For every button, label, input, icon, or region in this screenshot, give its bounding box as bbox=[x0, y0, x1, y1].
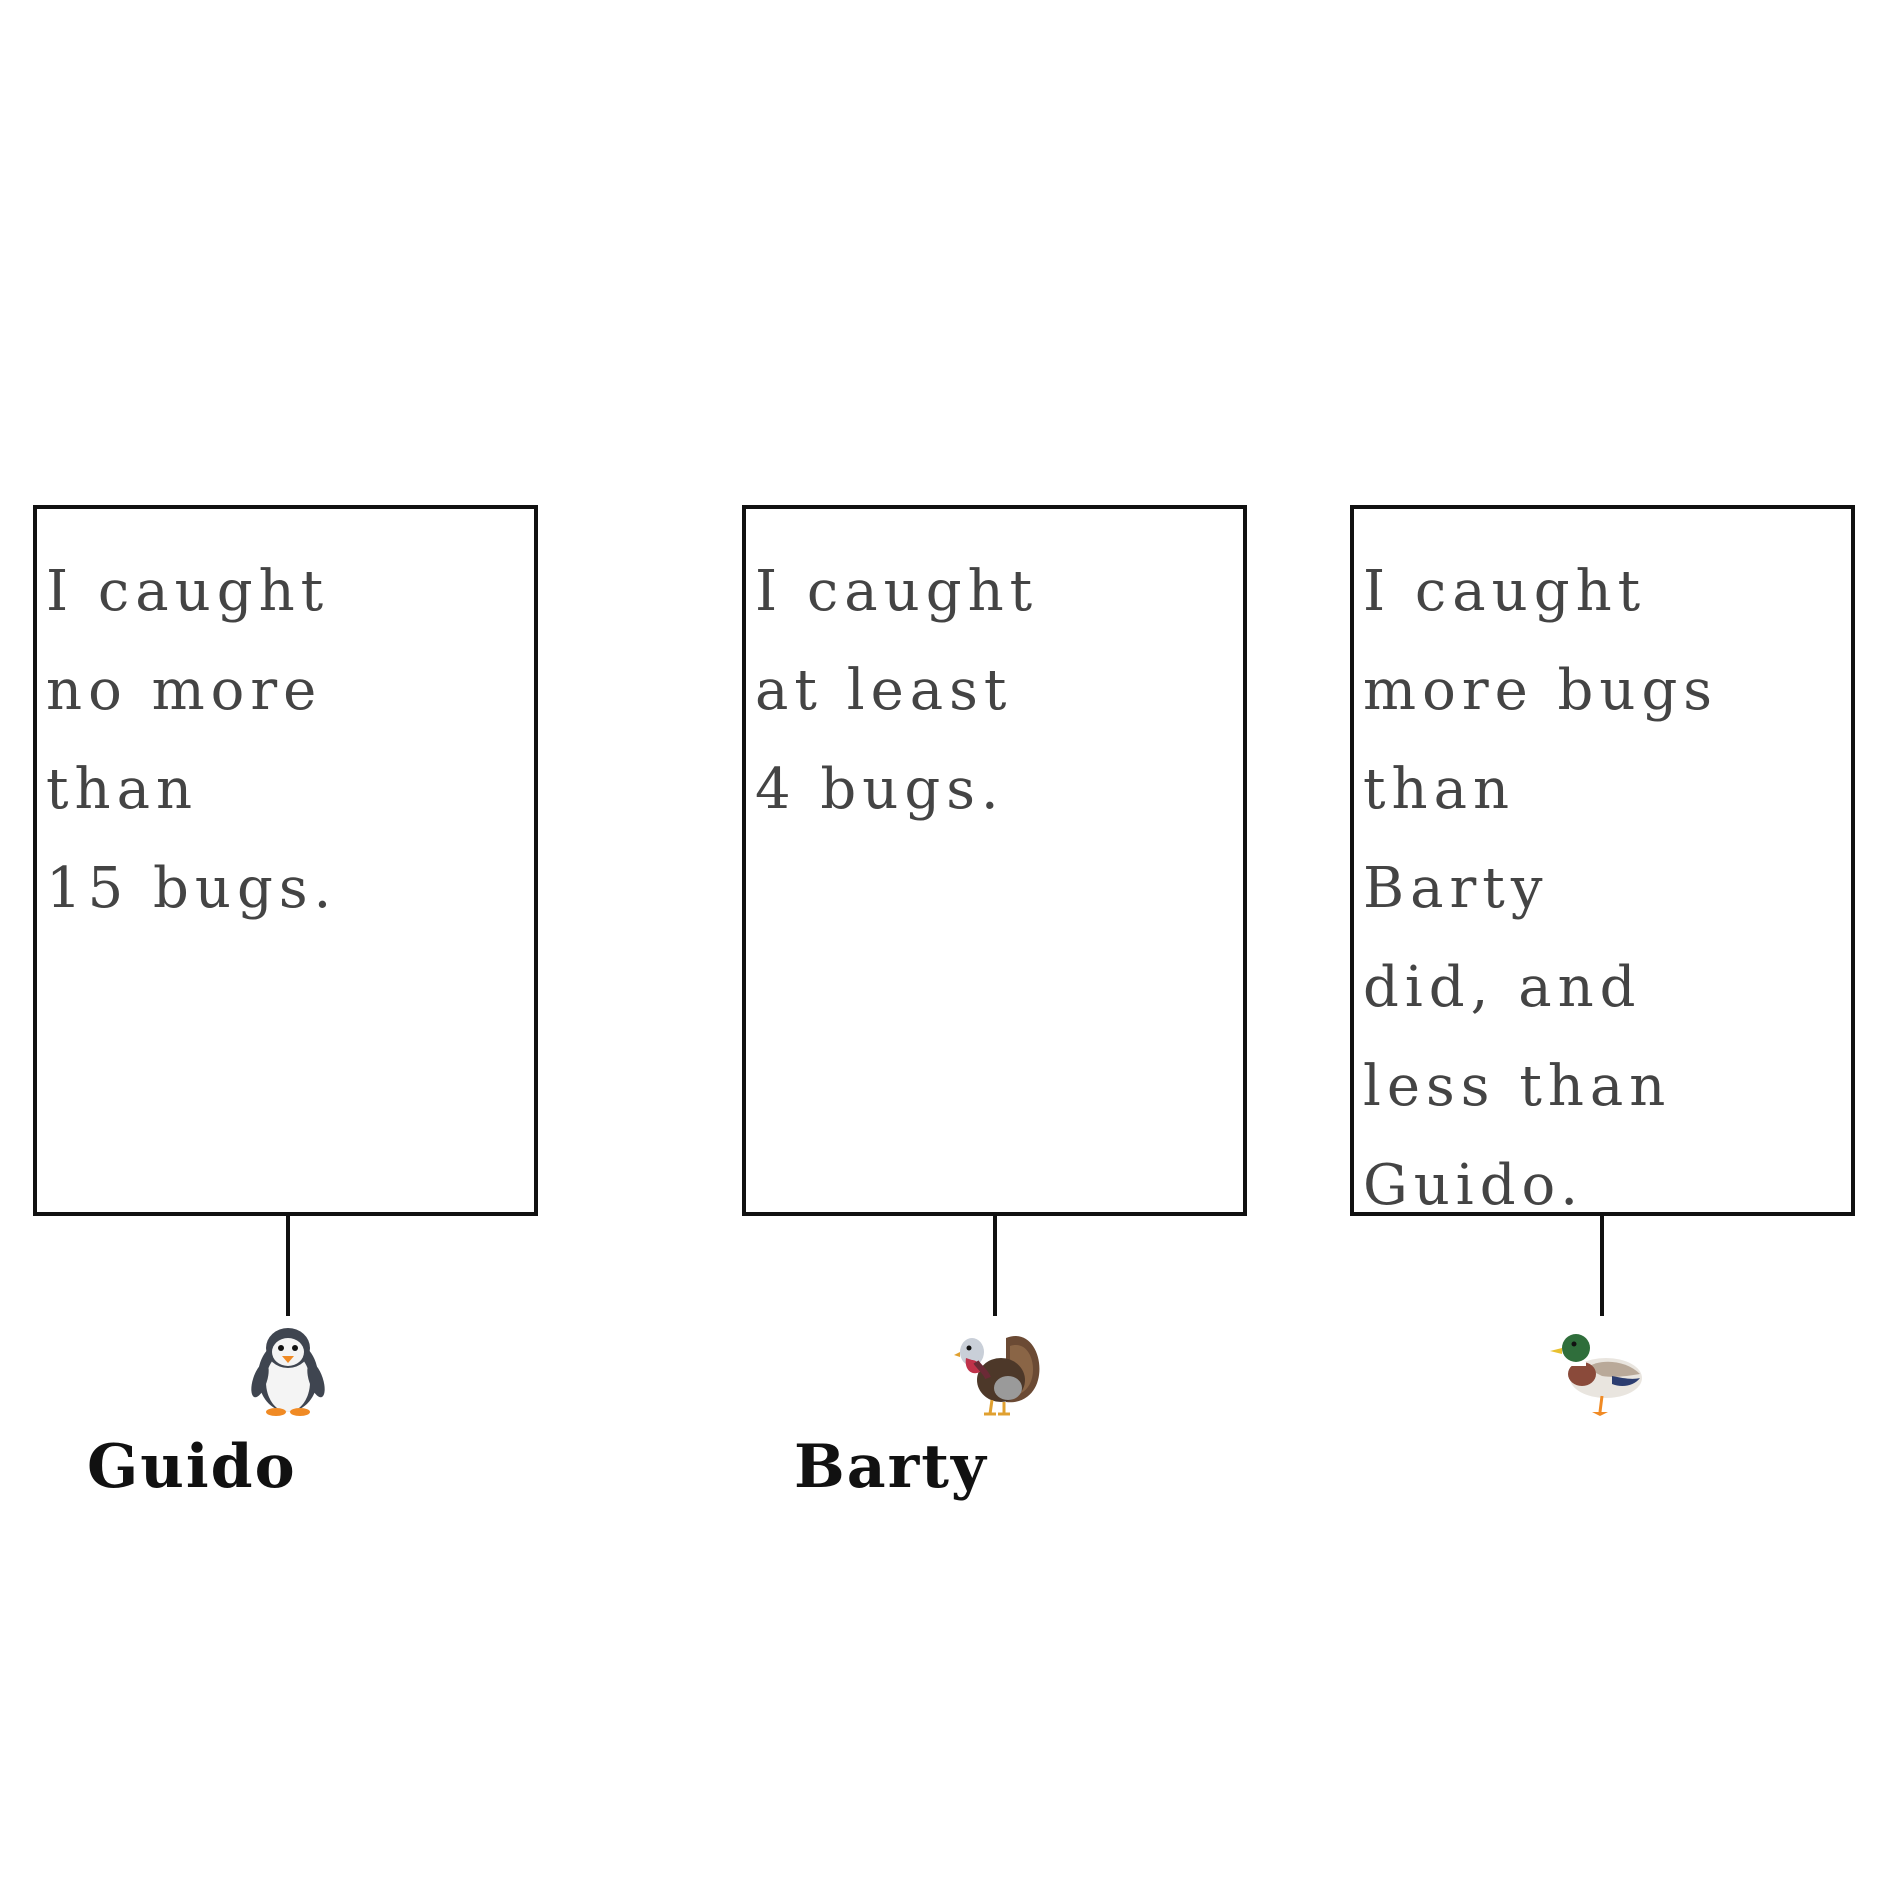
duck-icon bbox=[1548, 1318, 1648, 1418]
speech-line: than bbox=[46, 757, 199, 822]
speech-line: I caught bbox=[755, 559, 1039, 624]
speech-line: I caught bbox=[46, 559, 330, 624]
speech-line: than bbox=[1363, 757, 1516, 822]
speech-line: 15 bugs. bbox=[46, 856, 338, 921]
speech-line: Guido. bbox=[1363, 1153, 1585, 1216]
speech-text: I caught more bugs than Barty did, and l… bbox=[1354, 509, 1851, 1216]
card-connector-line bbox=[993, 1216, 997, 1316]
character-name-label: Guido bbox=[87, 1432, 297, 1502]
speech-line: no more bbox=[46, 658, 323, 723]
turkey-icon bbox=[946, 1318, 1046, 1418]
speech-card-barty: I caught at least 4 bugs. bbox=[742, 505, 1247, 1216]
speech-line: did, and bbox=[1363, 955, 1642, 1020]
character-name-label: Barty bbox=[794, 1432, 988, 1502]
speech-card-duck: I caught more bugs than Barty did, and l… bbox=[1350, 505, 1855, 1216]
penguin-icon bbox=[238, 1318, 338, 1418]
speech-text: I caught at least 4 bugs. bbox=[746, 509, 1243, 840]
speech-line: less than bbox=[1363, 1054, 1672, 1119]
speech-line: more bugs bbox=[1363, 658, 1719, 723]
speech-line: at least bbox=[755, 658, 1013, 723]
card-connector-line bbox=[286, 1216, 290, 1316]
speech-line: 4 bugs. bbox=[755, 757, 1005, 822]
speech-text: I caught no more than 15 bugs. bbox=[37, 509, 534, 939]
speech-card-guido: I caught no more than 15 bugs. bbox=[33, 505, 538, 1216]
card-connector-line bbox=[1600, 1216, 1604, 1316]
speech-line: I caught bbox=[1363, 559, 1647, 624]
speech-line: Barty bbox=[1363, 856, 1549, 921]
